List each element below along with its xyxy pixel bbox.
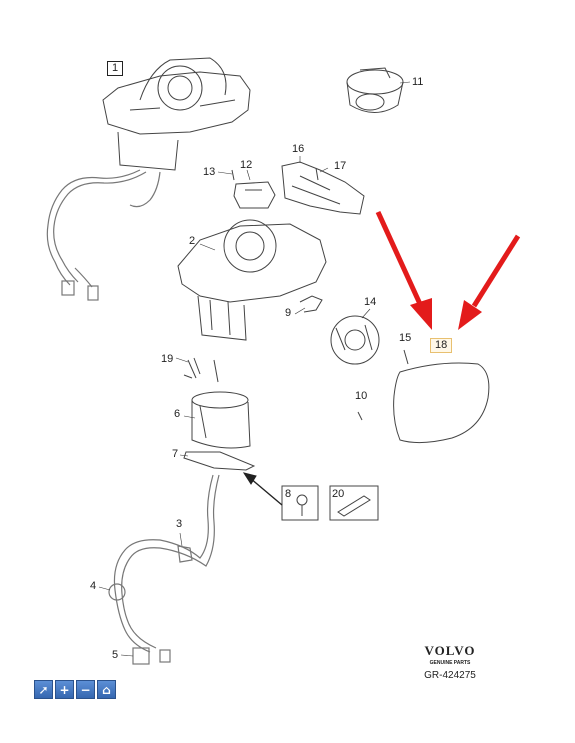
callout-4: 4 <box>90 581 96 592</box>
brand-subtitle: GENUINE PARTS <box>410 660 490 666</box>
part-6-arm-cover <box>192 392 250 448</box>
part-11-motor <box>347 68 403 113</box>
callout-13: 13 <box>203 167 215 178</box>
pointer-button[interactable]: ➚ <box>34 680 53 699</box>
callout-3: 3 <box>176 519 182 530</box>
zoom-in-button[interactable]: + <box>55 680 74 699</box>
highlight-arrows <box>378 212 518 330</box>
red-arrow-left-head <box>410 298 432 330</box>
pointer-arrow-8 <box>244 473 282 505</box>
part-14-actuator <box>331 316 379 364</box>
leader-lines <box>99 82 410 656</box>
wire-harness-upper <box>47 170 160 300</box>
callout-18: 18 <box>430 338 452 353</box>
brand-block: VOLVO GENUINE PARTS GR-424275 <box>410 643 490 681</box>
part-18-mirror-glass <box>394 363 489 443</box>
callout-1: 1 <box>107 61 123 76</box>
callout-12: 12 <box>240 160 252 171</box>
red-arrow-left <box>378 212 420 304</box>
red-arrow-right-head <box>458 300 482 330</box>
part-10-screw <box>358 412 362 420</box>
part-19-screws <box>184 358 218 382</box>
part-17-screw <box>316 168 318 180</box>
home-icon: ⌂ <box>102 683 111 697</box>
callout-20: 20 <box>332 489 344 500</box>
part-1-mirror-base <box>103 58 250 170</box>
part-9-clip <box>300 296 322 312</box>
callout-16: 16 <box>292 144 304 155</box>
part-13-screw <box>232 170 234 180</box>
callout-5: 5 <box>112 650 118 661</box>
wire-harness-lower <box>109 475 219 664</box>
zoom-in-icon: + <box>59 683 69 697</box>
part-15-screw <box>404 350 408 364</box>
callout-2: 2 <box>189 236 195 247</box>
callout-14: 14 <box>364 297 376 308</box>
callout-15: 15 <box>399 333 411 344</box>
home-button[interactable]: ⌂ <box>97 680 116 699</box>
red-arrow-right <box>474 236 518 306</box>
part-2-housing <box>178 220 326 340</box>
zoom-out-icon: − <box>80 683 90 697</box>
part-16-cover <box>282 162 364 214</box>
zoom-out-button[interactable]: − <box>76 680 95 699</box>
pointer-icon: ➚ <box>38 683 48 697</box>
callout-19: 19 <box>161 354 173 365</box>
zoom-toolbar: ➚ + − ⌂ <box>34 680 116 699</box>
volvo-logo: VOLVO <box>410 643 490 659</box>
part-12-bracket <box>234 182 275 208</box>
callout-10: 10 <box>355 391 367 402</box>
callout-6: 6 <box>174 409 180 420</box>
callout-7: 7 <box>172 449 178 460</box>
callout-17: 17 <box>334 161 346 172</box>
callout-9: 9 <box>285 308 291 319</box>
diagram-reference: GR-424275 <box>410 670 490 681</box>
callout-11: 11 <box>412 77 423 88</box>
part-7-gasket <box>184 452 254 470</box>
callout-8: 8 <box>285 489 291 500</box>
